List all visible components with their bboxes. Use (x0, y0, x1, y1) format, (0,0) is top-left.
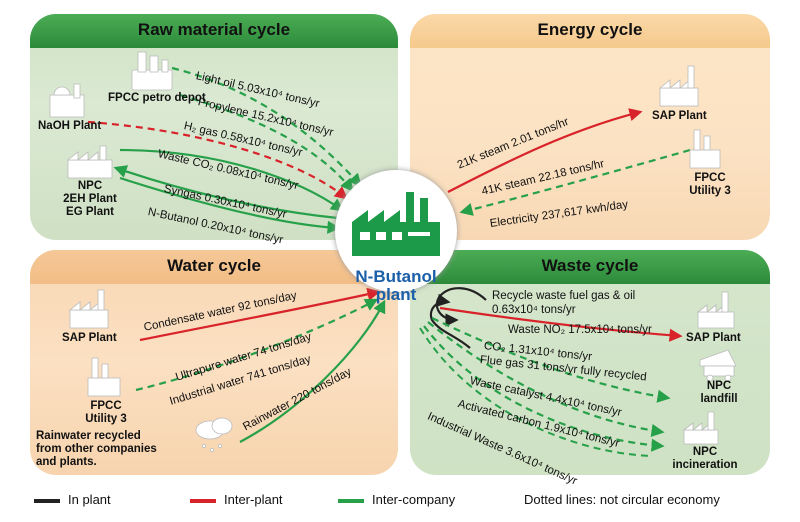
energy-title: Energy cycle (537, 20, 643, 39)
fpcc-water-line2: Utility 3 (85, 413, 127, 425)
fpcc-utility-water-icon (87, 357, 121, 397)
catalyst-arrow (431, 317, 671, 403)
steam21-arrow (447, 108, 643, 193)
recycle-fuel-label-1: Recycle waste fuel gas & oil (492, 290, 636, 302)
raw-material-title: Raw material cycle (137, 20, 291, 39)
center-plant-label: N-Butanol plant (335, 268, 457, 304)
factory-icon (352, 192, 440, 256)
rain-line2: from other companies (36, 443, 157, 455)
sap-plant-water-icon (68, 289, 109, 329)
npc-incineration-label: NPC incineration (670, 446, 740, 472)
incineration-plant-icon (682, 411, 719, 445)
recycle-fuel-label-2: 0.63x10⁴ tons/yr (492, 304, 576, 316)
syngas-arrow (113, 165, 339, 220)
fpcc-utility-water-label: FPCC Utility 3 (76, 400, 136, 426)
in-plant-label: In plant (68, 492, 111, 507)
waste-co2-arrow (119, 148, 345, 212)
fpcc-energy-line2: Utility 3 (689, 185, 731, 197)
fpcc-petro-depot-label: FPCC petro depot (108, 92, 206, 104)
water-panel: Water cycle (30, 250, 398, 475)
fpcc-water-line1: FPCC (90, 400, 122, 412)
fpcc-energy-line1: FPCC (694, 172, 726, 184)
waste-no2-label: Waste NO₂ 17.5x10⁴ tons/yr (508, 324, 652, 336)
energy-header (410, 14, 770, 48)
waste-title: Waste cycle (541, 256, 639, 275)
steam41-arrow (459, 148, 691, 216)
sap-plant-energy-label: SAP Plant (652, 110, 707, 122)
inter-plant-label: Inter-plant (224, 492, 283, 507)
nbutanol-arrow (119, 176, 341, 234)
npc-2eh-eg-label: NPC 2EH Plant EG Plant (60, 180, 120, 219)
sap-plant-waste-icon (696, 291, 735, 329)
in-plant-swatch (34, 498, 60, 503)
carbon-arrow (427, 321, 665, 437)
inter-company-label: Inter-company (372, 492, 456, 507)
rain-cloud-icon (195, 417, 233, 452)
fpcc-utility-energy-icon (689, 129, 721, 169)
incin-line2: incineration (672, 459, 738, 471)
npc-2eh-plant-icon (66, 145, 113, 179)
incin-line1: NPC (692, 446, 718, 458)
ultrapure-arrow (135, 298, 379, 392)
inter-company-swatch (338, 498, 364, 503)
npc-landfill-label: NPC landfill (694, 380, 744, 406)
industrial-waste-arrow (423, 325, 665, 452)
water-header (30, 250, 398, 284)
sap-plant-water-label: SAP Plant (62, 332, 117, 344)
propylene-arrow (179, 93, 354, 193)
naoh-plant-icon (49, 83, 85, 118)
water-title: Water cycle (167, 256, 261, 275)
h2-gas-arrow (87, 120, 349, 200)
legend-inter-company: Inter-company (338, 492, 455, 507)
condensate-arrow (139, 287, 381, 342)
rainwater-note: Rainwater recycled from other companies … (36, 430, 157, 469)
rain-line1: Rainwater recycled (36, 430, 141, 442)
naoh-plant-label: NaOH Plant (38, 120, 102, 132)
energy-panel: Energy cycle (410, 14, 770, 240)
rain-line3: and plants. (36, 456, 97, 468)
waste-no2-arrow (439, 306, 683, 342)
landfill-truck-icon (699, 349, 737, 382)
fpcc-petro-depot-icon (131, 51, 173, 91)
rainwater-arrow (239, 299, 386, 443)
legend-in-plant: In plant (34, 492, 111, 507)
waste-header (410, 250, 770, 284)
raw-material-panel: Raw material cycle (30, 14, 398, 240)
light-oil-arrow (171, 66, 362, 187)
eg-label: EG Plant (66, 206, 114, 218)
center-line-2: plant (375, 285, 417, 304)
raw-material-header (30, 14, 398, 48)
fpcc-utility-energy-label: FPCC Utility 3 (680, 172, 740, 198)
2eh-label: 2EH Plant (63, 193, 117, 205)
legend-dotted-note: Dotted lines: not circular economy (524, 492, 720, 507)
sap-plant-energy-icon (658, 65, 699, 107)
recycle-loop-2 (429, 293, 471, 349)
sap-plant-waste-label: SAP Plant (686, 332, 741, 344)
center-line-1: N-Butanol (355, 267, 437, 286)
inter-plant-swatch (190, 498, 216, 503)
landfill-line1: NPC (706, 380, 732, 392)
npc-label: NPC (77, 180, 103, 192)
legend-inter-plant: Inter-plant (190, 492, 283, 507)
landfill-line2: landfill (700, 393, 738, 405)
